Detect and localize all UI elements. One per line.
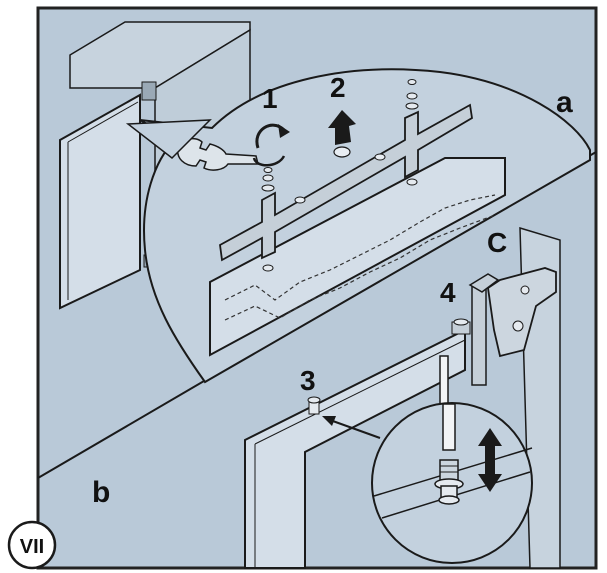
figure-number-label: VII <box>20 536 44 558</box>
figure-number-badge: VII <box>7 520 57 570</box>
label-step-4: 4 <box>440 277 456 308</box>
label-panel-a: a <box>556 86 573 119</box>
label-step-3: 3 <box>300 365 316 396</box>
panel-b <box>244 226 561 569</box>
bracket-screw-4 <box>451 318 471 335</box>
up-down-arrow-icon <box>478 428 502 492</box>
hinge-c <box>487 267 557 358</box>
bracket-screw-left <box>261 167 275 192</box>
detail-circle <box>371 402 533 564</box>
hinge-plate <box>471 284 487 386</box>
up-arrow-icon <box>328 110 356 145</box>
label-step-1: 1 <box>262 83 278 114</box>
label-panel-b: b <box>92 476 110 509</box>
wrench-icon <box>176 137 259 171</box>
adjustment-screw-3 <box>307 396 321 415</box>
door-detail <box>209 157 506 357</box>
mounting-bracket <box>219 103 473 262</box>
door-left <box>59 93 141 310</box>
label-part-c: C <box>487 227 507 258</box>
bracket-screw-right <box>405 79 419 110</box>
label-step-2: 2 <box>330 72 346 103</box>
panel-a <box>59 21 591 384</box>
